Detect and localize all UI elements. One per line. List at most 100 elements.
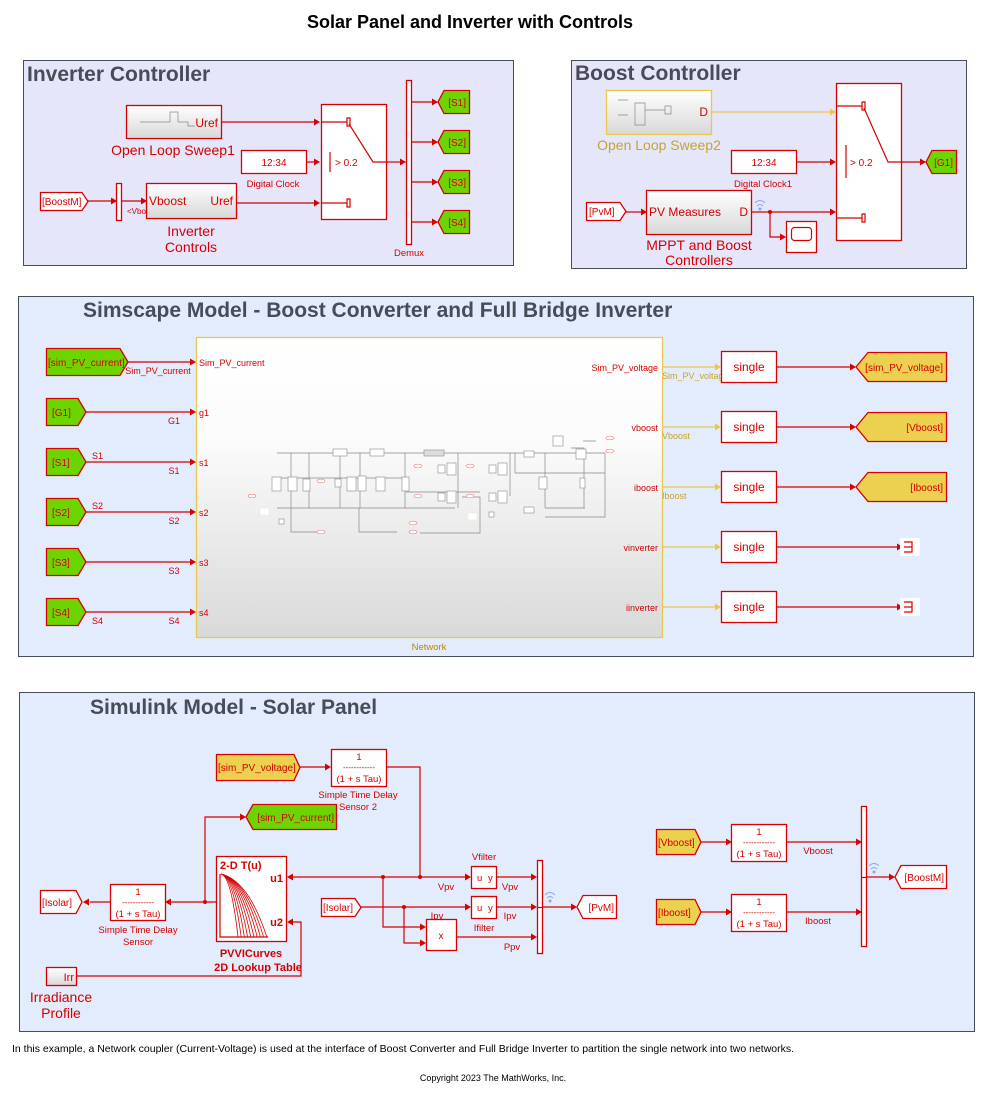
block-label: Sensor 2 <box>339 802 377 813</box>
network-subsystem[interactable] <box>195 336 664 639</box>
block-label: Sensor <box>123 937 153 948</box>
from-tag[interactable]: [S3] <box>45 547 87 577</box>
svg-text:Ipv: Ipv <box>431 911 444 922</box>
vfilter-block[interactable]: u y <box>470 865 498 890</box>
svg-text:[S1]: [S1] <box>448 98 466 109</box>
bus-selector[interactable] <box>115 182 123 222</box>
svg-text:Vpv: Vpv <box>502 882 519 893</box>
digital-clock-block[interactable]: 12:34 <box>240 149 308 175</box>
from-iboost-tag[interactable]: [Iboost] <box>655 898 702 926</box>
svg-text:Ipv: Ipv <box>504 911 517 922</box>
port-label: iboost <box>634 483 659 493</box>
goto-tag[interactable]: [S1] <box>437 89 471 115</box>
goto-isolar-tag[interactable]: [Isolar] <box>39 889 83 915</box>
data-type-conversion-block[interactable]: single <box>720 410 778 444</box>
svg-text:2-D T(u): 2-D T(u) <box>220 860 262 872</box>
goto-tag[interactable]: [Vboost] <box>855 411 948 443</box>
port-label: vinverter <box>623 543 658 553</box>
irradiance-profile-block[interactable]: Irr <box>45 966 78 987</box>
svg-text:Ifilter: Ifilter <box>474 923 495 934</box>
goto-boostm-tag[interactable]: [BoostM] <box>894 864 948 890</box>
switch-block[interactable]: > 0.2 <box>320 103 388 221</box>
inverter-controller-area: Inverter Controller Uref Open Loop Sweep… <box>23 60 514 266</box>
svg-text:[PvM]: [PvM] <box>589 207 615 218</box>
open-loop-sweep1-block[interactable]: Uref <box>125 104 223 140</box>
goto-tag[interactable]: [sim_PV_voltage] <box>855 351 948 383</box>
svg-text:[S2]: [S2] <box>52 508 70 519</box>
svg-text:Ppv: Ppv <box>504 942 521 953</box>
switch-block[interactable]: > 0.2 <box>835 82 903 242</box>
goto-tag[interactable]: [Iboost] <box>855 471 948 503</box>
svg-text:single: single <box>733 360 765 374</box>
from-tag[interactable]: [sim_PV_current] <box>45 347 129 377</box>
from-boostm-tag[interactable]: [BoostM] <box>39 191 89 212</box>
clock-value: 12:34 <box>751 158 776 169</box>
clock-value: 12:34 <box>261 158 286 169</box>
inverter-controls-block[interactable]: Vboost Uref <box>145 182 238 220</box>
port-label: iinverter <box>626 603 658 613</box>
svg-text:[sim_PV_current]: [sim_PV_current] <box>48 358 125 369</box>
from-pvm-tag[interactable]: [PvM] <box>585 201 627 222</box>
from-isolar-tag[interactable]: [Isolar] <box>320 897 362 918</box>
goto-tag[interactable]: [S3] <box>437 169 471 195</box>
open-loop-sweep2-block[interactable]: D <box>605 89 713 136</box>
terminator-block[interactable] <box>900 598 920 616</box>
svg-text:u: u <box>477 903 482 914</box>
block-label: Digital Clock1 <box>734 179 792 190</box>
signal-label: G1 <box>168 416 180 426</box>
svg-text:single: single <box>733 600 765 614</box>
from-tag[interactable]: [S2] <box>45 497 87 527</box>
port-label: s1 <box>199 458 209 468</box>
digital-clock1-block[interactable]: 12:34 <box>730 149 798 175</box>
from-sim-pv-voltage-tag[interactable]: [sim_PV_voltage] <box>215 753 301 782</box>
scope-block[interactable] <box>785 220 818 254</box>
mux-block[interactable] <box>860 805 868 948</box>
goto-tag[interactable]: [S4] <box>437 209 471 235</box>
svg-text:Iboost: Iboost <box>805 916 831 927</box>
svg-text:[sim_PV_voltage]: [sim_PV_voltage] <box>218 763 296 774</box>
transfer-fcn-sensor2[interactable]: 1 ------------ (1 + s Tau) <box>330 748 388 788</box>
port-label: Uref <box>210 194 233 208</box>
boost-controller-area: Boost Controller D Open Loop Sweep2 12:3… <box>571 60 967 269</box>
transfer-fcn-iboost[interactable]: 1 ------------ (1 + s Tau) <box>730 893 788 933</box>
transfer-fcn-sensor[interactable]: 1 ------------ (1 + s Tau) <box>109 883 167 922</box>
block-label: Controllers <box>665 252 733 268</box>
goto-tag[interactable]: [S2] <box>437 129 471 155</box>
svg-text:[Vboost]: [Vboost] <box>658 838 695 849</box>
goto-g1-tag[interactable]: [G1] <box>925 149 958 175</box>
ifilter-block[interactable]: u y <box>470 895 498 920</box>
from-tag[interactable]: [G1] <box>45 397 87 427</box>
svg-text:[G1]: [G1] <box>52 408 71 419</box>
data-type-conversion-block[interactable]: single <box>720 590 778 624</box>
svg-text:[Iboost]: [Iboost] <box>658 908 691 919</box>
data-type-conversion-block[interactable]: single <box>720 350 778 384</box>
mppt-boost-controllers-block[interactable]: PV Measures D <box>645 189 753 236</box>
simulink-area: Simulink Model - Solar Panel [sim_PV_vol… <box>19 692 975 1032</box>
circuit-thumbnail <box>247 435 615 535</box>
switch-threshold: > 0.2 <box>850 158 873 169</box>
goto-pvm-tag[interactable]: [PvM] <box>576 894 618 920</box>
svg-text:1: 1 <box>756 827 761 838</box>
product-block[interactable]: x <box>425 918 458 952</box>
svg-text:Vpv: Vpv <box>438 882 455 893</box>
block-label: Digital Clock <box>247 179 300 190</box>
terminator-block[interactable] <box>900 538 920 556</box>
from-vboost-tag[interactable]: [Vboost] <box>655 828 702 856</box>
svg-text:x: x <box>439 931 444 942</box>
from-tag[interactable]: [S1] <box>45 447 87 477</box>
goto-sim-pv-current-tag[interactable]: [sim_PV_current] <box>245 803 338 831</box>
transfer-fcn-vboost[interactable]: 1 ------------ (1 + s Tau) <box>730 823 788 863</box>
demux-block[interactable] <box>405 79 413 246</box>
svg-text:[Vboost]: [Vboost] <box>906 423 943 434</box>
svg-text:Irr: Irr <box>64 972 75 984</box>
svg-text:[BoostM]: [BoostM] <box>905 873 945 884</box>
lookup-table-2d[interactable]: 2-D T(u) u1 u2 <box>215 855 288 943</box>
svg-text:------------: ------------ <box>122 898 154 907</box>
svg-text:[S1]: [S1] <box>52 458 70 469</box>
svg-text:u: u <box>477 873 482 884</box>
data-type-conversion-block[interactable]: single <box>720 530 778 564</box>
data-type-conversion-block[interactable]: single <box>720 470 778 504</box>
copyright: Copyright 2023 The MathWorks, Inc. <box>420 1073 566 1083</box>
signal-label: S4 <box>168 616 179 626</box>
from-tag[interactable]: [S4] <box>45 597 87 627</box>
